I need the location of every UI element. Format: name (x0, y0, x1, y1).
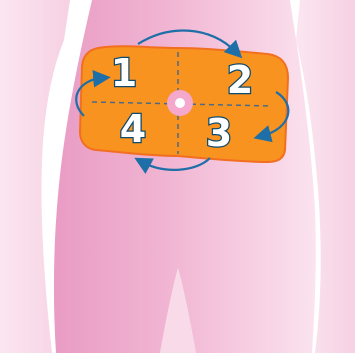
quadrant-2-label: 2 (227, 58, 253, 102)
quadrant-3-label: 3 (206, 111, 232, 155)
quadrant-1-label: 1 (111, 51, 137, 95)
navel-dot-icon (167, 90, 193, 116)
quadrant-4-label: 4 (120, 107, 146, 151)
